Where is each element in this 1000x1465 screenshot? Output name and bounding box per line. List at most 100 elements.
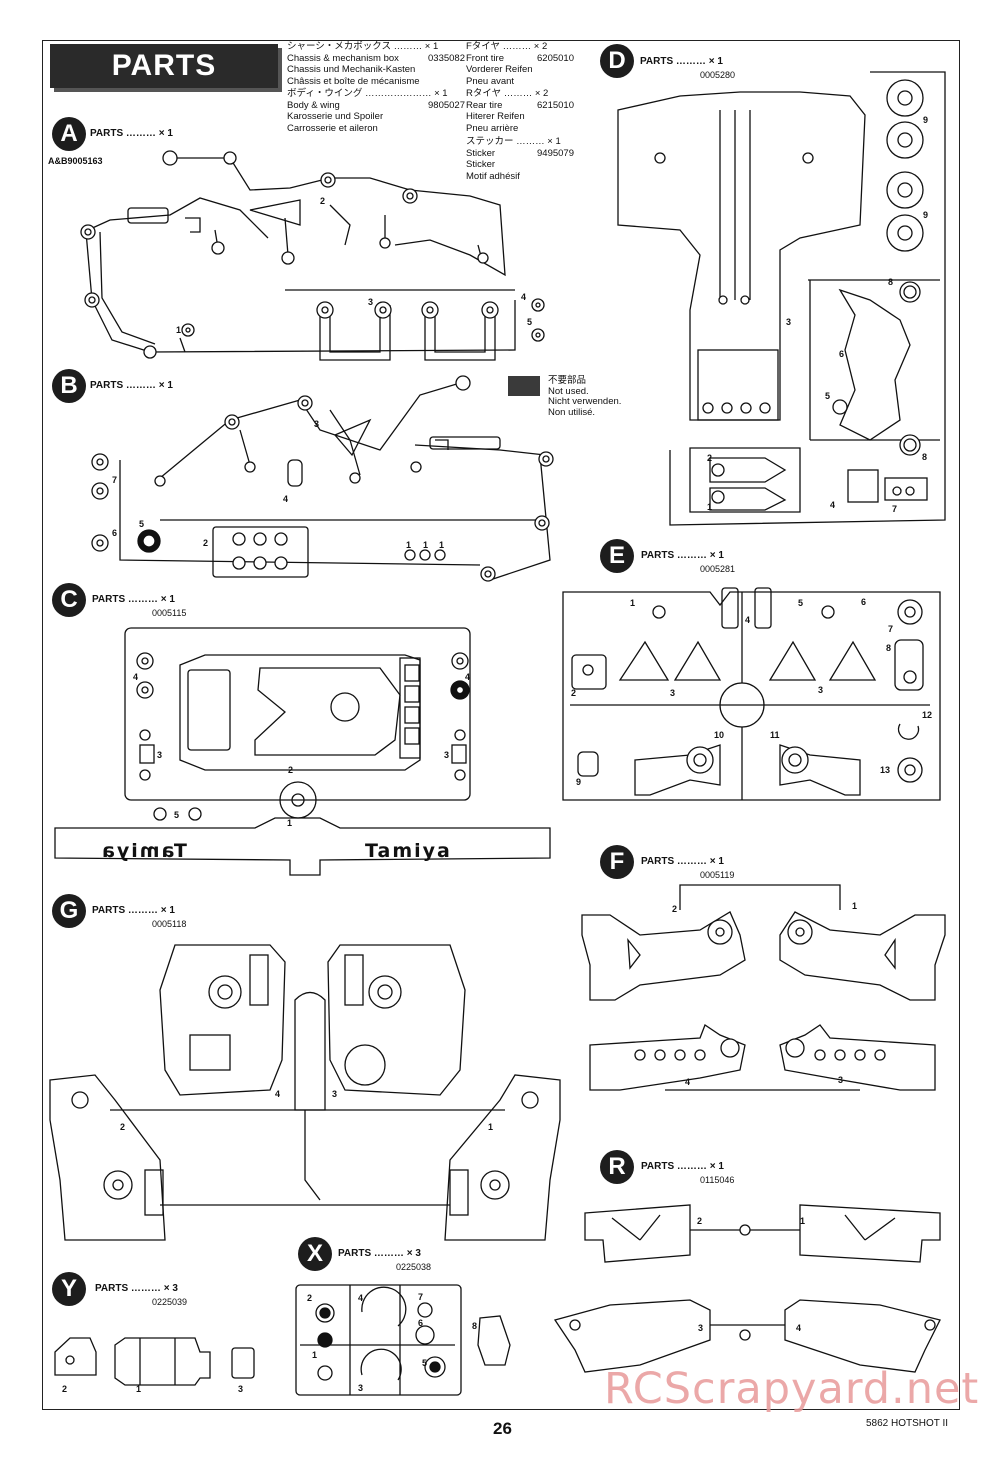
- parts-list-code: 9495079: [537, 147, 574, 159]
- svg-text:1: 1: [423, 540, 428, 550]
- svg-text:4: 4: [796, 1323, 801, 1333]
- parts-list-code: 9805027: [428, 99, 465, 111]
- tree-e-badge: E: [600, 539, 634, 573]
- svg-text:4: 4: [133, 672, 138, 682]
- tree-g-code: 0005118: [152, 919, 187, 929]
- tree-d-label: PARTS ……… × 1: [640, 56, 723, 67]
- tree-g-label: PARTS ……… × 1: [92, 905, 175, 916]
- svg-text:1: 1: [707, 502, 712, 512]
- svg-text:5: 5: [422, 1358, 427, 1368]
- tree-c-label: PARTS ……… × 1: [92, 594, 175, 605]
- svg-text:8: 8: [888, 277, 893, 287]
- tree-c-sprue: [54, 627, 551, 876]
- tree-f-sprue: [581, 884, 946, 1091]
- svg-text:2: 2: [62, 1384, 67, 1394]
- svg-text:2: 2: [571, 688, 576, 698]
- tree-a-code: A&B9005163: [48, 156, 103, 166]
- svg-text:4: 4: [358, 1293, 363, 1303]
- svg-text:4: 4: [521, 292, 526, 302]
- parts-list-de: Karosserie und Spoiler: [287, 111, 384, 122]
- svg-text:7: 7: [888, 624, 893, 634]
- svg-text:8: 8: [922, 452, 927, 462]
- svg-text:3: 3: [838, 1075, 843, 1085]
- svg-text:3: 3: [157, 750, 162, 760]
- tree-c-code: 0005115: [152, 608, 187, 618]
- parts-list-en: Chassis & mechanism box: [287, 52, 399, 64]
- not-used-legend-swatch: [508, 376, 540, 396]
- svg-text:10: 10: [714, 730, 724, 740]
- parts-list-de: Sticker: [466, 159, 496, 170]
- svg-text:6: 6: [418, 1318, 423, 1328]
- svg-text:1: 1: [312, 1350, 317, 1360]
- parts-list-fr: Carrosserie et aileron: [287, 122, 378, 134]
- parts-list-code: 0335082: [428, 52, 465, 64]
- tree-e-label: PARTS ……… × 1: [641, 550, 724, 561]
- svg-text:3: 3: [358, 1383, 363, 1393]
- tree-r-badge: R: [600, 1150, 634, 1184]
- svg-text:3: 3: [670, 688, 675, 698]
- tamiya-logo: Tamiya: [365, 840, 452, 862]
- tree-x-label: PARTS ……… × 3: [338, 1248, 421, 1259]
- svg-text:1: 1: [630, 598, 635, 608]
- tree-r-label: PARTS ……… × 1: [641, 1161, 724, 1172]
- parts-list-jp: ボディ・ウイング ………………… × 1: [287, 88, 448, 99]
- svg-text:12: 12: [922, 710, 932, 720]
- svg-text:1: 1: [852, 901, 857, 911]
- svg-text:6: 6: [839, 349, 844, 359]
- tree-r-code: 0115046: [700, 1175, 735, 1185]
- tree-f-label: PARTS ……… × 1: [641, 856, 724, 867]
- svg-text:2: 2: [697, 1216, 702, 1226]
- parts-list-jp: ステッカー ……… × 1: [466, 136, 561, 147]
- tree-d-code: 0005280: [700, 70, 736, 80]
- parts-list-en: Body & wing: [287, 99, 340, 111]
- parts-list-fr: Motif adhésif: [466, 170, 520, 182]
- svg-text:3: 3: [818, 685, 823, 695]
- svg-text:2: 2: [120, 1122, 125, 1132]
- svg-text:13: 13: [880, 765, 890, 775]
- parts-list-fr: Châssis et boîte de mécanisme: [287, 75, 420, 87]
- tree-d-sprue: [617, 71, 946, 526]
- svg-text:8: 8: [886, 643, 891, 653]
- tree-f-badge: F: [600, 845, 634, 879]
- svg-text:2: 2: [672, 904, 677, 914]
- svg-text:9: 9: [923, 115, 928, 125]
- model-footer: 5862 HOTSHOT II: [866, 1418, 949, 1429]
- svg-text:3: 3: [238, 1384, 243, 1394]
- svg-text:2: 2: [707, 453, 712, 463]
- tree-b-sprue: [119, 379, 551, 581]
- svg-text:1: 1: [136, 1384, 141, 1394]
- tree-e-sprue: [562, 587, 941, 801]
- svg-text:7: 7: [112, 475, 117, 485]
- svg-text:6: 6: [112, 528, 117, 538]
- svg-text:3: 3: [444, 750, 449, 760]
- svg-text:7: 7: [892, 504, 897, 514]
- svg-text:4: 4: [830, 500, 835, 510]
- svg-text:6: 6: [861, 597, 866, 607]
- svg-text:5: 5: [825, 391, 830, 401]
- page-number: 26: [493, 1419, 512, 1438]
- svg-text:4: 4: [283, 494, 288, 504]
- svg-text:5: 5: [527, 317, 532, 327]
- tree-d-badge: D: [600, 44, 634, 78]
- parts-list-de: Hiterer Reifen: [466, 111, 525, 122]
- svg-text:3: 3: [314, 419, 319, 429]
- legend-fr: Non utilisé.: [548, 406, 595, 418]
- legend-de: Nicht verwenden.: [548, 396, 622, 407]
- svg-text:5: 5: [798, 598, 803, 608]
- svg-text:11: 11: [770, 730, 780, 740]
- svg-text:4: 4: [685, 1077, 690, 1087]
- tree-b-label: PARTS ……… × 1: [90, 380, 173, 391]
- tree-y-sprue: [54, 1337, 255, 1386]
- svg-text:3: 3: [332, 1089, 337, 1099]
- parts-list-en: Rear tire: [466, 99, 503, 111]
- tree-c-badge: C: [52, 583, 86, 617]
- legend-jp: 不要部品: [548, 375, 587, 386]
- svg-text:2: 2: [203, 538, 208, 548]
- parts-list-en: Front tire: [466, 52, 505, 64]
- svg-text:7: 7: [418, 1292, 423, 1302]
- tree-b-badge: B: [52, 369, 86, 403]
- svg-text:4: 4: [745, 615, 750, 625]
- tree-e-code: 0005281: [700, 564, 736, 574]
